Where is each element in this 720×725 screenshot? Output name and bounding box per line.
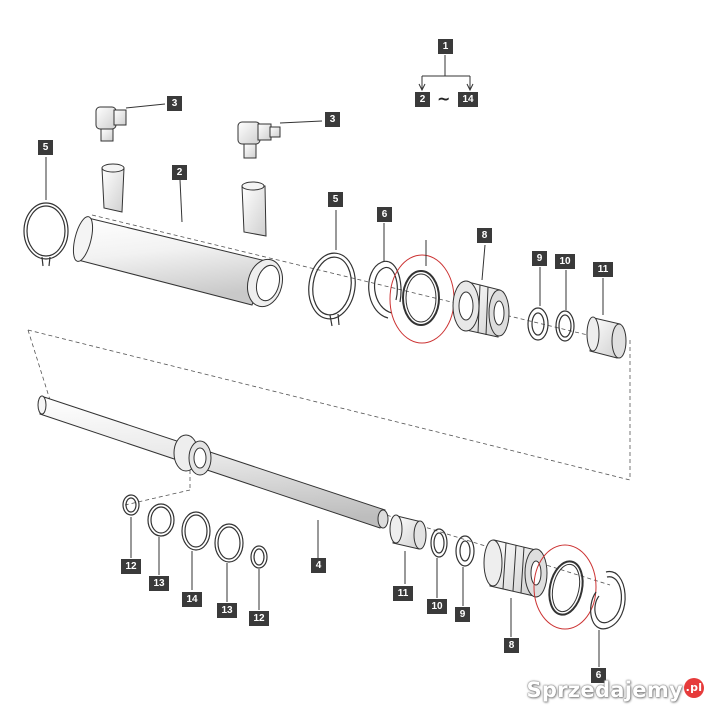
label-part-14: 14 bbox=[182, 592, 202, 607]
o-ring-highlighted-bottom bbox=[533, 544, 597, 630]
ring-14 bbox=[181, 511, 211, 551]
label-part-6-bottom: 6 bbox=[591, 668, 606, 683]
label-part-11-top: 11 bbox=[593, 262, 613, 277]
label-part-11-bottom: 11 bbox=[393, 586, 413, 601]
label-part-4: 4 bbox=[311, 558, 326, 573]
o-ring-highlighted-top bbox=[389, 254, 455, 344]
label-part-8-bottom: 8 bbox=[504, 638, 519, 653]
ring-12-right bbox=[250, 545, 268, 569]
label-part-10-top: 10 bbox=[555, 254, 575, 269]
seal-ring-top-9 bbox=[527, 307, 549, 341]
ring-12-left bbox=[122, 494, 140, 516]
label-part-5-right: 5 bbox=[328, 192, 343, 207]
label-part-12-right: 12 bbox=[249, 611, 269, 626]
piston-bottom bbox=[483, 539, 548, 598]
range-tilde: ~ bbox=[437, 89, 451, 108]
label-part-5-left: 5 bbox=[38, 140, 53, 155]
ring-13-left bbox=[147, 503, 175, 537]
elbow-fitting-left bbox=[95, 106, 127, 142]
label-range-14: 14 bbox=[458, 92, 478, 107]
circlip-left bbox=[23, 202, 69, 267]
seal-ring-bottom-10 bbox=[430, 528, 448, 558]
seal-ring-bottom-9 bbox=[455, 535, 475, 567]
label-part-3-left: 3 bbox=[167, 96, 182, 111]
seal-ring-top-10 bbox=[555, 310, 575, 342]
circlip-right bbox=[308, 252, 356, 327]
snap-ring-top bbox=[368, 260, 402, 319]
hierarchy-lines bbox=[418, 55, 474, 92]
label-part-10-bottom: 10 bbox=[427, 599, 447, 614]
label-part-8-top: 8 bbox=[477, 228, 492, 243]
watermark: Sprzedajemy.pl bbox=[526, 678, 704, 702]
label-part-6-top: 6 bbox=[377, 207, 392, 222]
bushing-top bbox=[586, 316, 627, 359]
label-part-12-left: 12 bbox=[121, 559, 141, 574]
ring-13-right bbox=[214, 523, 244, 563]
label-range-2: 2 bbox=[415, 92, 430, 107]
label-part-3-right: 3 bbox=[325, 112, 340, 127]
dashed-guides bbox=[27, 214, 631, 586]
watermark-text: Sprzedajemy bbox=[526, 678, 683, 702]
leader-lines bbox=[45, 103, 604, 667]
cylinder-tube bbox=[72, 163, 283, 308]
label-part-13-left: 13 bbox=[149, 576, 169, 591]
label-part-13-right: 13 bbox=[217, 603, 237, 618]
label-part-9-bottom: 9 bbox=[455, 607, 470, 622]
label-part-2: 2 bbox=[172, 165, 187, 180]
label-assembly-1: 1 bbox=[438, 39, 453, 54]
snap-ring-bottom bbox=[590, 571, 626, 630]
bushing-bottom bbox=[389, 514, 427, 550]
piston-rod bbox=[37, 395, 389, 529]
piston-top bbox=[452, 280, 510, 338]
watermark-suffix: .pl bbox=[684, 678, 704, 698]
elbow-fitting-right bbox=[237, 121, 281, 159]
label-part-9-top: 9 bbox=[532, 251, 547, 266]
